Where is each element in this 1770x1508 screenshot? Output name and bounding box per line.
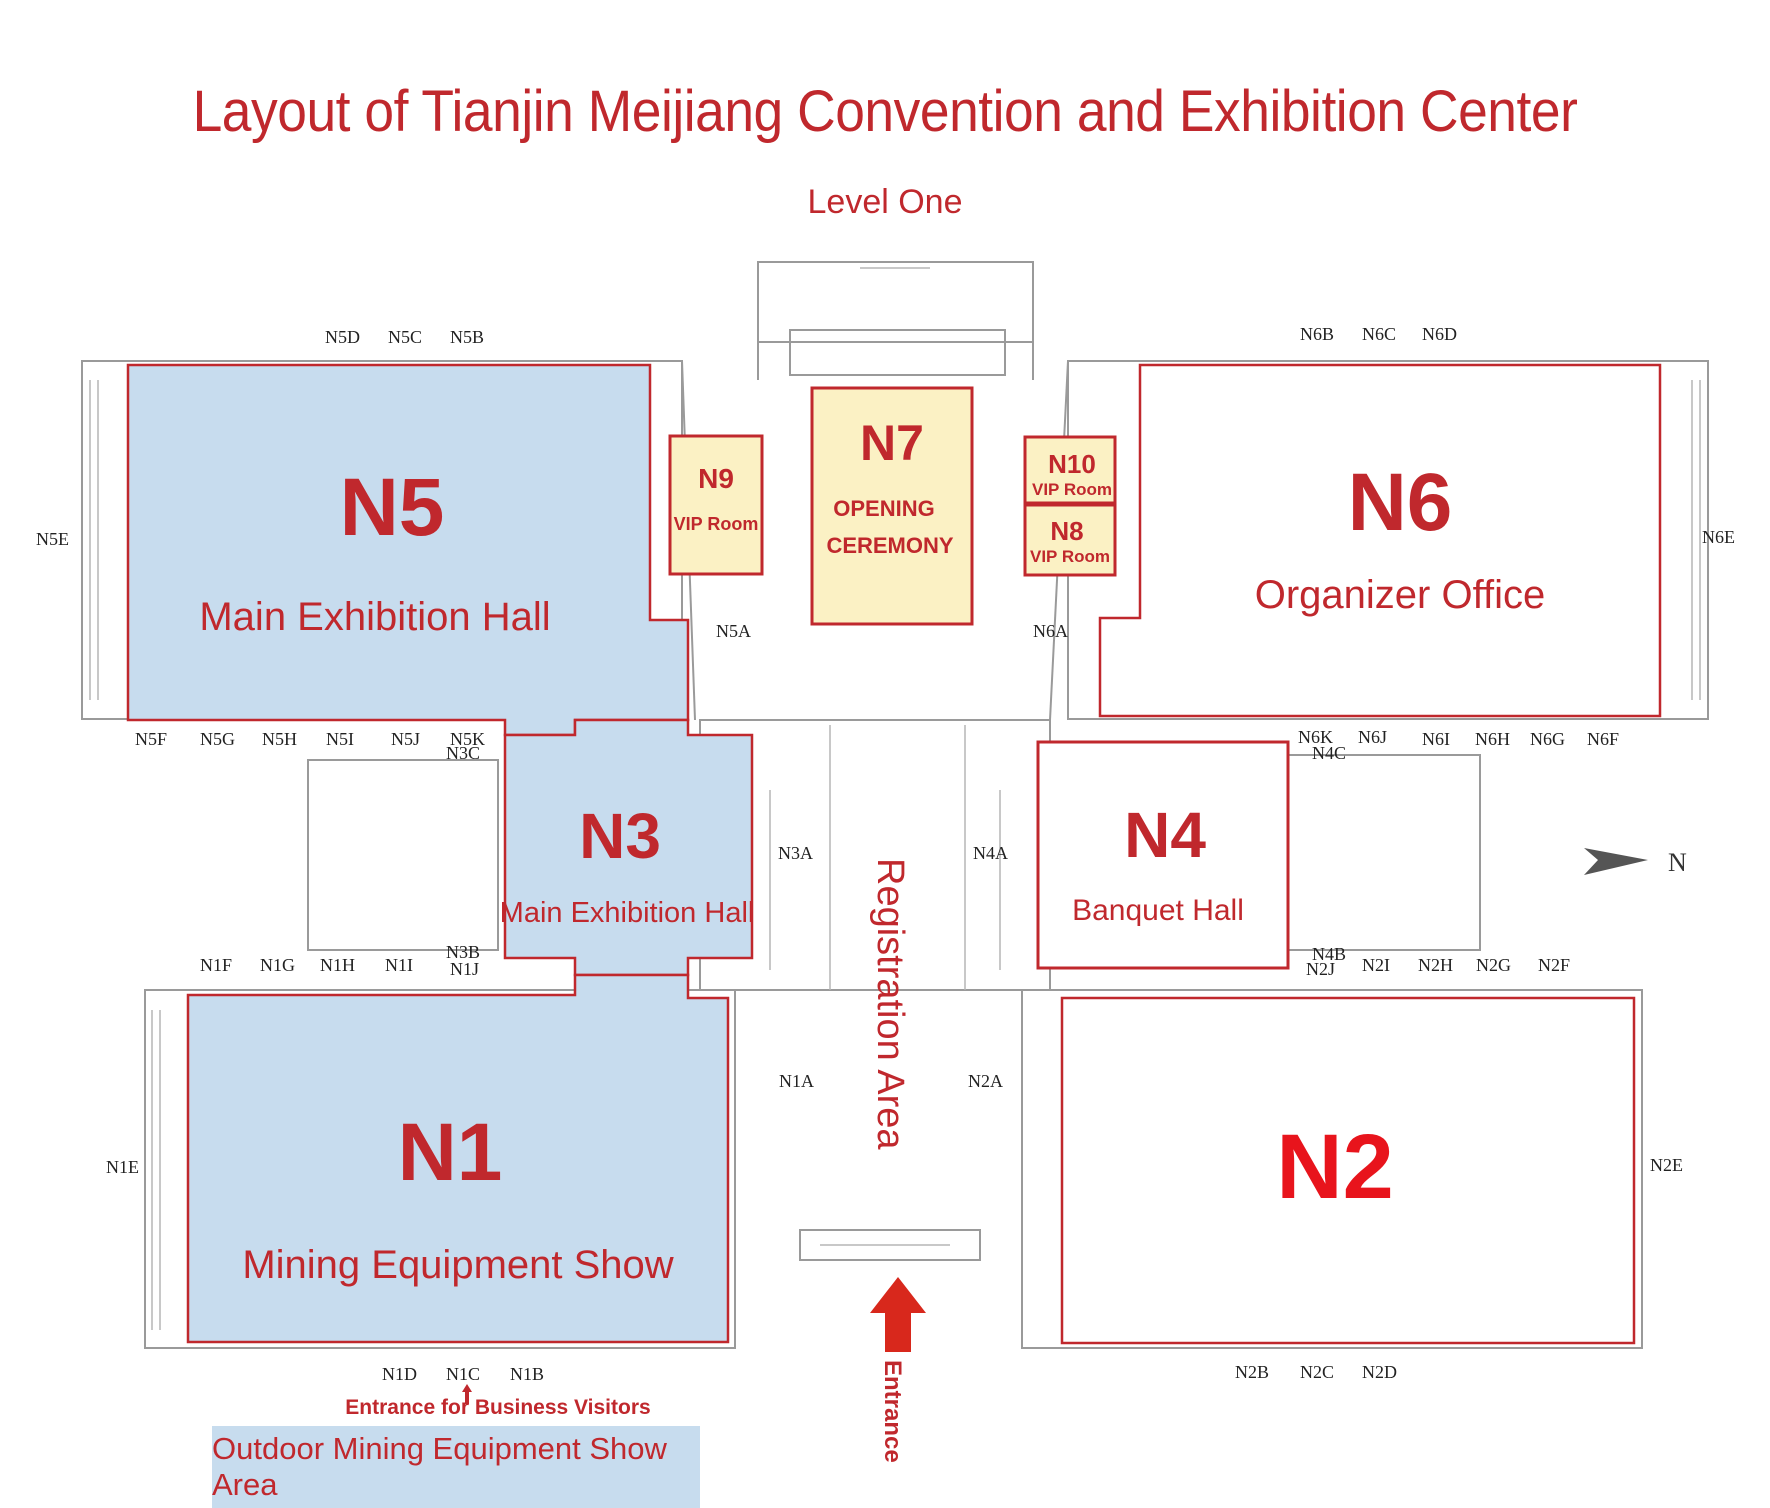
gate-n2d: N2D: [1362, 1362, 1397, 1382]
room-n10-name: VIP Room: [1032, 480, 1112, 499]
gate-n1d: N1D: [382, 1364, 417, 1384]
outdoor-show-area-label: Outdoor Mining Equipment Show Area: [212, 1431, 667, 1502]
gate-n6k: N6K: [1298, 727, 1333, 747]
hall-n6-area[interactable]: [1098, 363, 1662, 718]
main-entrance-label: Entrance: [879, 1360, 906, 1463]
gate-n2j: N2J: [1306, 959, 1335, 979]
gate-n3a: N3A: [778, 843, 813, 863]
gate-n5f: N5F: [135, 729, 167, 749]
gate-n6d: N6D: [1422, 324, 1457, 344]
hall-n4-name: Banquet Hall: [1072, 894, 1244, 927]
gate-n5d: N5D: [325, 327, 360, 347]
room-n7-line2: CEREMONY: [826, 533, 953, 558]
business-entrance-label: Entrance for Business Visitors: [345, 1396, 651, 1419]
room-n9-name: VIP Room: [674, 514, 759, 534]
map-title: Layout of Tianjin Meijiang Convention an…: [192, 79, 1578, 144]
gate-n6e: N6E: [1702, 527, 1735, 547]
gate-n2a: N2A: [968, 1071, 1003, 1091]
gate-n3b: N3B: [446, 942, 480, 962]
business-entrance-arrow-icon: [462, 1384, 472, 1404]
gate-n5j: N5J: [391, 729, 420, 749]
gate-n1b: N1B: [510, 1364, 544, 1384]
gate-n1g: N1G: [260, 955, 295, 975]
room-n7-line1: OPENING: [833, 496, 934, 521]
hall-n3-area[interactable]: [503, 718, 754, 977]
room-n8[interactable]: [1023, 503, 1117, 577]
gate-n1j: N1J: [450, 959, 479, 979]
room-n10[interactable]: [1023, 435, 1117, 505]
registration-area-label: Registration Area: [869, 858, 911, 1150]
gate-n5a: N5A: [716, 621, 751, 641]
gate-n6b: N6B: [1300, 324, 1334, 344]
hall-n2-area[interactable]: [1060, 996, 1636, 1345]
gate-n5c: N5C: [388, 327, 422, 347]
gate-n6c: N6C: [1362, 324, 1396, 344]
room-n8-code: N8: [1050, 516, 1083, 546]
gate-n5e: N5E: [36, 529, 69, 549]
gate-n5h: N5H: [262, 729, 297, 749]
room-n9-code: N9: [698, 463, 734, 494]
hall-n1-name: Mining Equipment Show: [242, 1243, 673, 1287]
room-n8-name: VIP Room: [1030, 547, 1110, 566]
gate-n6i: N6I: [1422, 729, 1450, 749]
gate-n6j: N6J: [1358, 727, 1387, 747]
compass-north-label: N: [1668, 848, 1687, 877]
level-label: Level One: [807, 183, 963, 221]
north-arrow-icon: [1584, 848, 1648, 875]
gate-n4a: N4A: [973, 843, 1008, 863]
gate-n1i: N1I: [385, 955, 413, 975]
hall-n4-code: N4: [1124, 799, 1206, 871]
gate-n2h: N2H: [1418, 955, 1453, 975]
gate-n6f: N6F: [1587, 729, 1619, 749]
gate-n5k: N5K: [450, 729, 485, 749]
gate-n1c: N1C: [446, 1364, 480, 1384]
room-n7[interactable]: [810, 386, 974, 626]
gate-labels: N5D N5C N5B N6B N6C N6D N5E N6E N5A N6A …: [36, 324, 1735, 1384]
gate-n1f: N1F: [200, 955, 232, 975]
gate-n4c: N4C: [1312, 743, 1346, 763]
hall-n3-name: Main Exhibition Hall: [500, 897, 755, 929]
hall-n6-name: Organizer Office: [1255, 573, 1546, 617]
gate-n2b: N2B: [1235, 1362, 1269, 1382]
hall-n6-code: N6: [1348, 457, 1453, 548]
gate-n1e: N1E: [106, 1157, 139, 1177]
entrance-arrow-icon: [870, 1277, 926, 1352]
gate-n2c: N2C: [1300, 1362, 1334, 1382]
hall-n5-name: Main Exhibition Hall: [199, 595, 550, 639]
room-n7-code: N7: [860, 415, 924, 471]
gate-n6a: N6A: [1033, 621, 1068, 641]
gate-n1h: N1H: [320, 955, 355, 975]
gate-n6g: N6G: [1530, 729, 1565, 749]
gate-n4b: N4B: [1312, 944, 1346, 964]
gate-n5g: N5G: [200, 729, 235, 749]
gate-n2f: N2F: [1538, 955, 1570, 975]
gate-n2i: N2I: [1362, 955, 1390, 975]
hall-n1-code: N1: [398, 1107, 503, 1198]
gate-n2g: N2G: [1476, 955, 1511, 975]
outdoor-show-area[interactable]: Outdoor Mining Equipment Show Area: [212, 1426, 700, 1508]
hall-n4-area[interactable]: [1036, 740, 1290, 970]
gate-n2e: N2E: [1650, 1155, 1683, 1175]
gate-n5b: N5B: [450, 327, 484, 347]
hall-n3-code: N3: [579, 800, 661, 872]
hall-n2-code: N2: [1276, 1116, 1394, 1218]
gate-n5i: N5I: [326, 729, 354, 749]
hall-n1-area[interactable]: [186, 973, 730, 1344]
room-n10-code: N10: [1048, 449, 1096, 479]
gate-n1a: N1A: [779, 1071, 814, 1091]
gate-n6h: N6H: [1475, 729, 1510, 749]
room-n9[interactable]: [668, 434, 764, 576]
building-outline: [81, 261, 1709, 1349]
gate-n3c: N3C: [446, 743, 480, 763]
hall-n5-code: N5: [340, 462, 445, 553]
